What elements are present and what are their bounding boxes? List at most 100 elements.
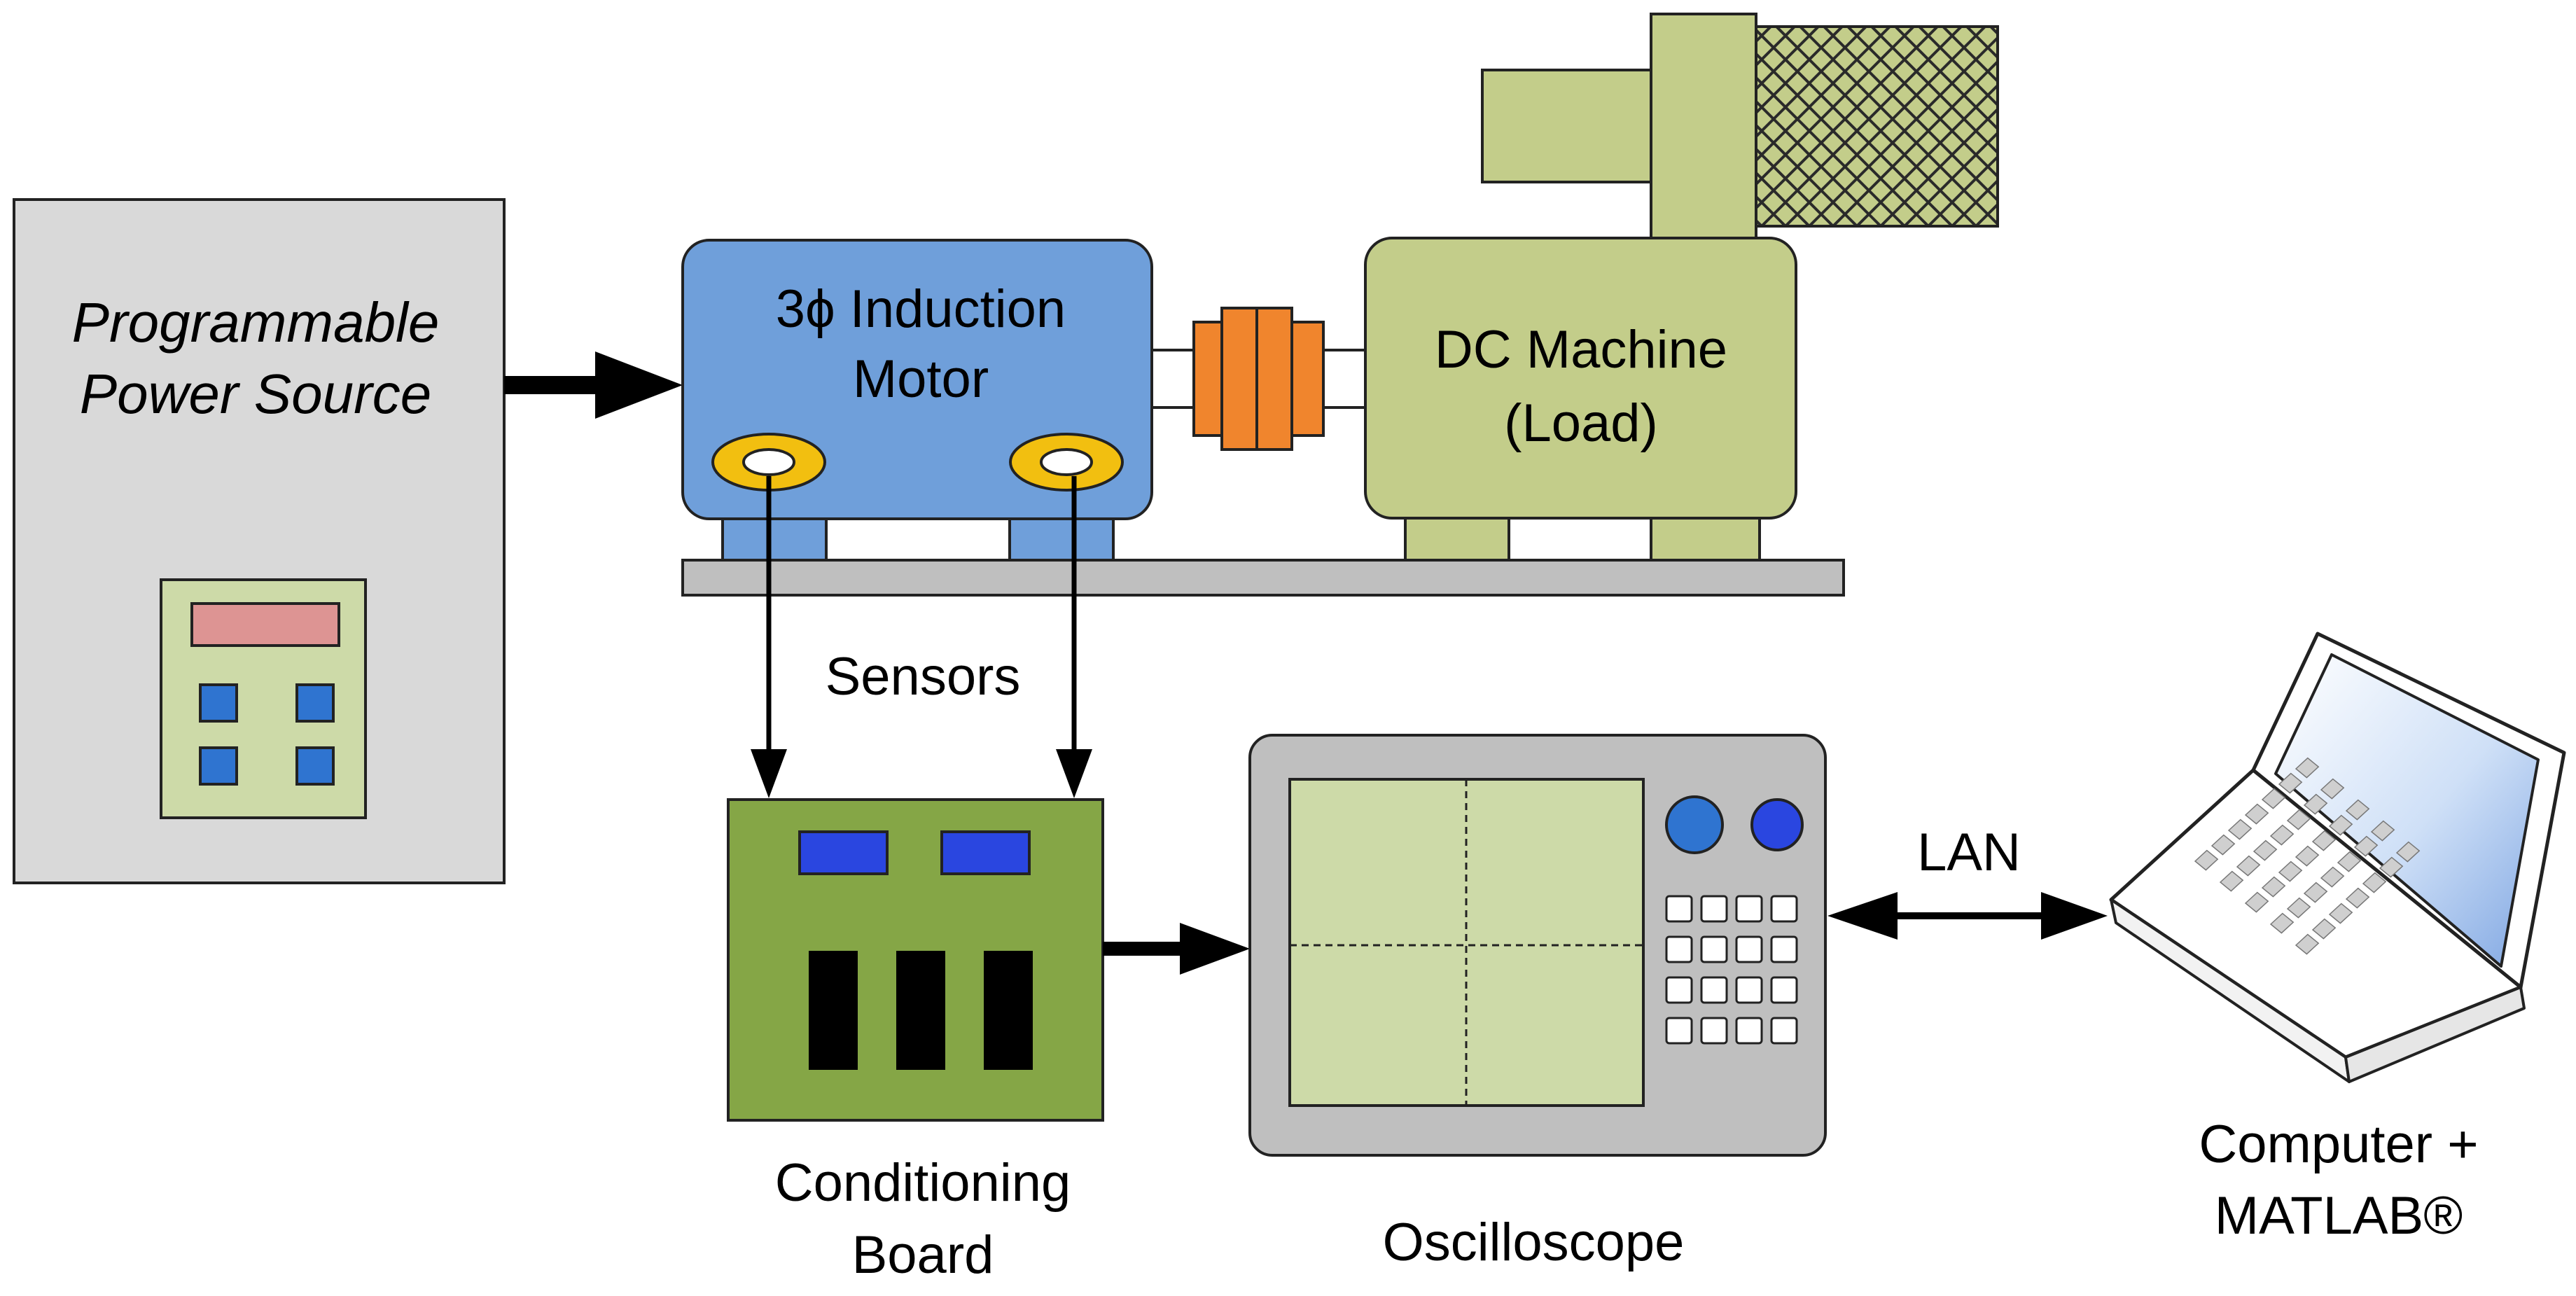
laptop-key: [2320, 778, 2345, 800]
dc-machine-body: [1364, 237, 1797, 520]
laptop-key: [2269, 824, 2295, 846]
dc-machine-foot: [1650, 513, 1761, 562]
motor-label-line2: Motor: [853, 349, 989, 409]
lan-arrowhead-right: [2041, 892, 2108, 940]
oscilloscope-key: [1700, 976, 1728, 1004]
laptop-key: [2211, 834, 2236, 856]
oscilloscope-key: [1735, 976, 1763, 1004]
board-display: [940, 830, 1031, 875]
laptop-key: [2286, 897, 2311, 919]
base-plate: [681, 559, 1845, 597]
motor-foot: [1008, 513, 1115, 562]
arrow-sensor-left-to-board: [751, 476, 787, 798]
keypad-button: [199, 683, 238, 723]
laptop-key: [2320, 866, 2345, 888]
laptop-key: [2353, 835, 2379, 857]
laptop-key: [2253, 839, 2278, 861]
laptop-key: [2278, 772, 2303, 794]
dc-machine-foot: [1404, 513, 1510, 562]
lan-link: LAN: [1827, 823, 2108, 940]
programmable-power-source: Programmable Power Source: [13, 198, 506, 884]
induction-motor: 3ϕ Induction Motor: [681, 239, 1153, 562]
laptop-key: [2286, 809, 2311, 830]
control-panel: [160, 578, 367, 819]
sensor-left: [711, 433, 826, 492]
oscilloscope-key: [1735, 935, 1763, 963]
sensors-label: Sensors: [826, 647, 1021, 706]
sensor-hole: [742, 448, 795, 476]
knob: [1750, 798, 1804, 851]
oscilloscope-key: [1735, 895, 1763, 923]
laptop-key: [2261, 876, 2286, 898]
oscilloscope-keypad: [1665, 895, 1798, 1045]
arrow-board-to-oscilloscope: [1103, 923, 1250, 975]
oscilloscope-key: [1700, 1017, 1728, 1045]
laptop-side-edge: [2344, 986, 2526, 1083]
laptop-key: [2269, 912, 2295, 934]
fan-grille: [1755, 25, 1999, 228]
laptop-key: [2328, 814, 2353, 836]
laptop-key: [2395, 841, 2421, 863]
coupling-flange: [1255, 307, 1293, 451]
board-chip: [896, 951, 945, 1070]
laptop-key: [2328, 903, 2353, 924]
laptop-key: [2303, 882, 2328, 903]
laptop: Computer + MATLAB®: [2109, 632, 2566, 1246]
laptop-key: [2194, 849, 2219, 871]
power-source-label-line2: Power Source: [80, 363, 431, 425]
fan-duct: [1481, 69, 1655, 183]
oscilloscope-key: [1770, 976, 1798, 1004]
oscilloscope: Oscilloscope: [1248, 734, 1827, 1272]
board-label-line2: Board: [852, 1225, 994, 1285]
oscilloscope-key: [1700, 895, 1728, 923]
power-source-label-line1: Programmable: [72, 291, 440, 354]
dc-machine-label-line1: DC Machine: [1435, 320, 1727, 379]
computer-label-line2: MATLAB®: [2215, 1186, 2463, 1246]
laptop-key: [2362, 872, 2387, 893]
board-display: [798, 830, 889, 875]
laptop-key: [2261, 788, 2286, 809]
lan-label: LAN: [1917, 823, 2021, 882]
laptop-key: [2370, 820, 2395, 842]
board-chip: [809, 951, 858, 1070]
fan-column: [1650, 13, 1757, 242]
laptop-key: [2219, 870, 2244, 892]
laptop-key: [2295, 845, 2320, 867]
dc-machine: DC Machine (Load): [1364, 13, 1999, 562]
laptop-key: [2311, 918, 2337, 940]
coupling-flange: [1220, 307, 1258, 451]
laptop-key: [2278, 860, 2303, 882]
keypad-button: [295, 746, 335, 786]
laptop-key: [2295, 757, 2320, 779]
motor-foot: [721, 513, 828, 562]
shaft-coupling: [1150, 307, 1367, 451]
computer-label-line1: Computer +: [2199, 1115, 2478, 1174]
laptop-key: [2244, 891, 2269, 913]
knob: [1665, 795, 1724, 854]
oscilloscope-key: [1665, 1017, 1693, 1045]
keypad-button: [295, 683, 335, 723]
arrow-power-to-motor: [504, 351, 683, 419]
load-shaft: [1322, 349, 1367, 409]
coupling-flange: [1290, 321, 1325, 437]
laptop-key: [2345, 887, 2370, 909]
laptop-key: [2244, 803, 2269, 825]
oscilloscope-key: [1770, 935, 1798, 963]
dc-machine-label-line2: (Load): [1504, 393, 1658, 453]
conditioning-board: Conditioning Board: [727, 798, 1104, 1285]
oscilloscope-key: [1665, 895, 1693, 923]
laptop-key: [2295, 933, 2320, 955]
lan-arrowhead-left: [1827, 892, 1898, 940]
oscilloscope-key: [1770, 1017, 1798, 1045]
board-chip: [984, 951, 1033, 1070]
laptop-screen: [2274, 653, 2540, 968]
laptop-key: [2303, 793, 2328, 815]
sensor-hole: [1040, 448, 1093, 476]
display-window: [190, 602, 340, 647]
laptop-key: [2337, 851, 2362, 872]
laptop-key: [2236, 855, 2261, 877]
board-label-line1: Conditioning: [775, 1153, 1071, 1213]
keypad-button: [199, 746, 238, 786]
